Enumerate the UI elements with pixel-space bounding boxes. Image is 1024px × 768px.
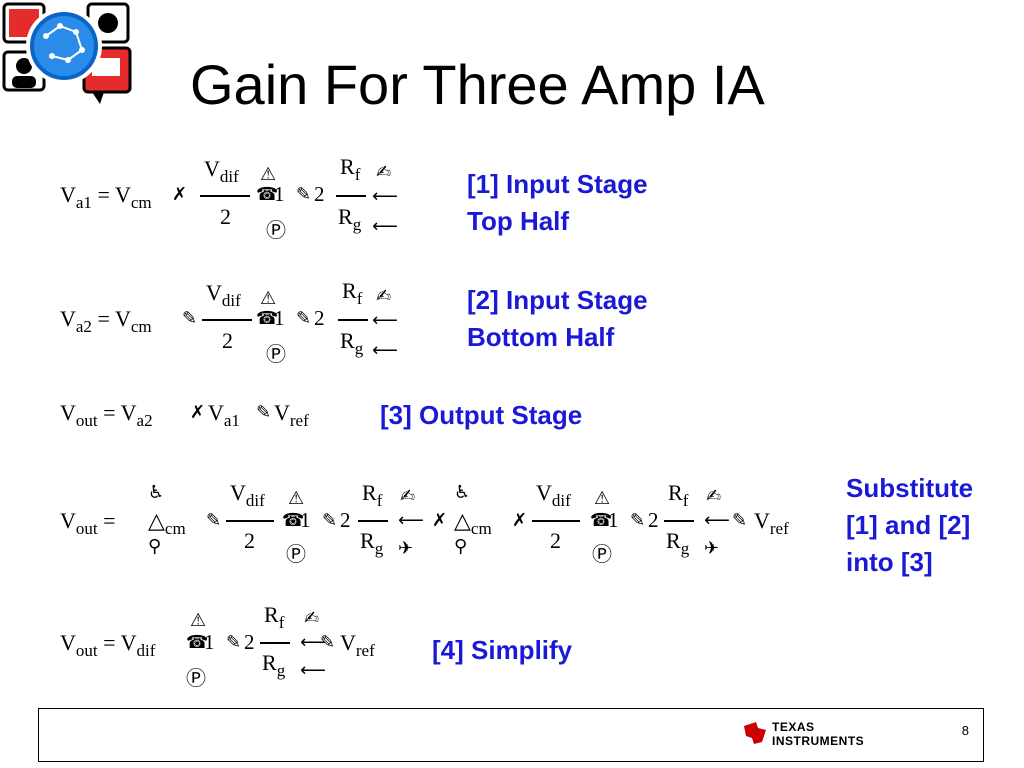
page-number: 8	[961, 723, 969, 738]
ti-logo-line2: Instruments	[772, 734, 865, 748]
equation-2: Va2 = Vcm ✎ Vdif 2 ⚠ ☎ 1 ✎ 2 Rf Rg ✍ ⟵ ⟵…	[60, 278, 398, 366]
ti-logo-line1: Texas	[772, 720, 815, 734]
equation-3: Vout = Va2 ✗ Va1 ✎ Vref	[60, 400, 309, 430]
equation-1: Va1 = Vcm ✗ Vdif 2 ⚠ ☎ 1 ✎ 2 Rf Rg ✍ ⟵ ⟵…	[60, 154, 398, 242]
note-substitute: Substitute[1] and [2]into [3]	[846, 473, 974, 577]
ti-logo-icon	[744, 722, 766, 744]
note-simplify: [4] Simplify	[432, 635, 573, 665]
note-output-stage: [3] Output Stage	[380, 400, 583, 430]
equation-4: Vout = ♿ △cm ⚲ ✎ Vdif 2 ⚠ ☎ 1 ✎ 2 Rf Rg …	[60, 480, 789, 566]
footer-box: 8	[38, 708, 984, 762]
operator-glyph: ✗	[172, 184, 188, 205]
ti-logo: Texas Instruments	[742, 716, 882, 756]
equation-5: Vout = Vdif ⚠ ☎ 1 ✎ 2 Rf Rg ✍ ⟵ ⟵ ✎ Vref…	[60, 602, 375, 690]
page-title: Gain For Three Amp IA	[190, 53, 765, 116]
speakers-logo-icon	[2, 2, 132, 104]
